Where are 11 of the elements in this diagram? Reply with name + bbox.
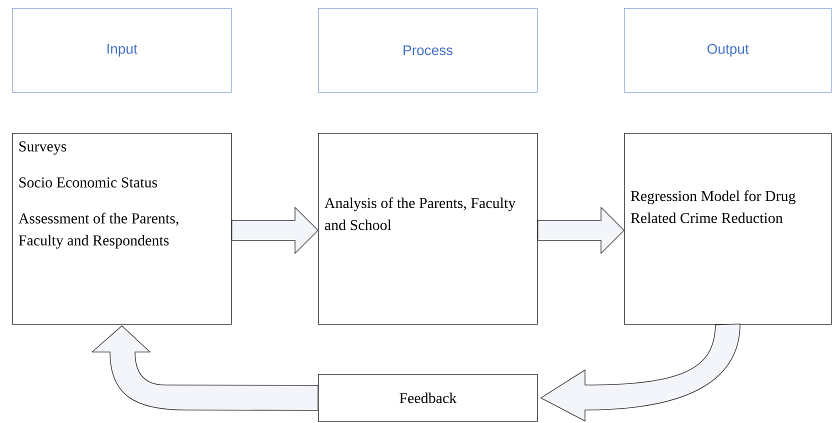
process-box: Regression Model for Drug Related Crime Reduction: [624, 133, 832, 325]
block-arrow: [540, 324, 740, 422]
process-box: Analysis of the Parents, Faculty and School: [318, 133, 538, 325]
input-box: Surveys Socio Economic Status Assessment of the Parents, Faculty and Respondents: [12, 133, 232, 325]
block-arrow: [92, 325, 318, 411]
stage-heading-box: Input: [12, 8, 232, 93]
block-arrow: [537, 207, 624, 254]
stage-heading-box: Process: [318, 8, 538, 93]
block-arrow: [231, 207, 318, 254]
stage-heading-box: Output: [624, 8, 832, 93]
feedback-box: Feedback: [318, 374, 538, 422]
